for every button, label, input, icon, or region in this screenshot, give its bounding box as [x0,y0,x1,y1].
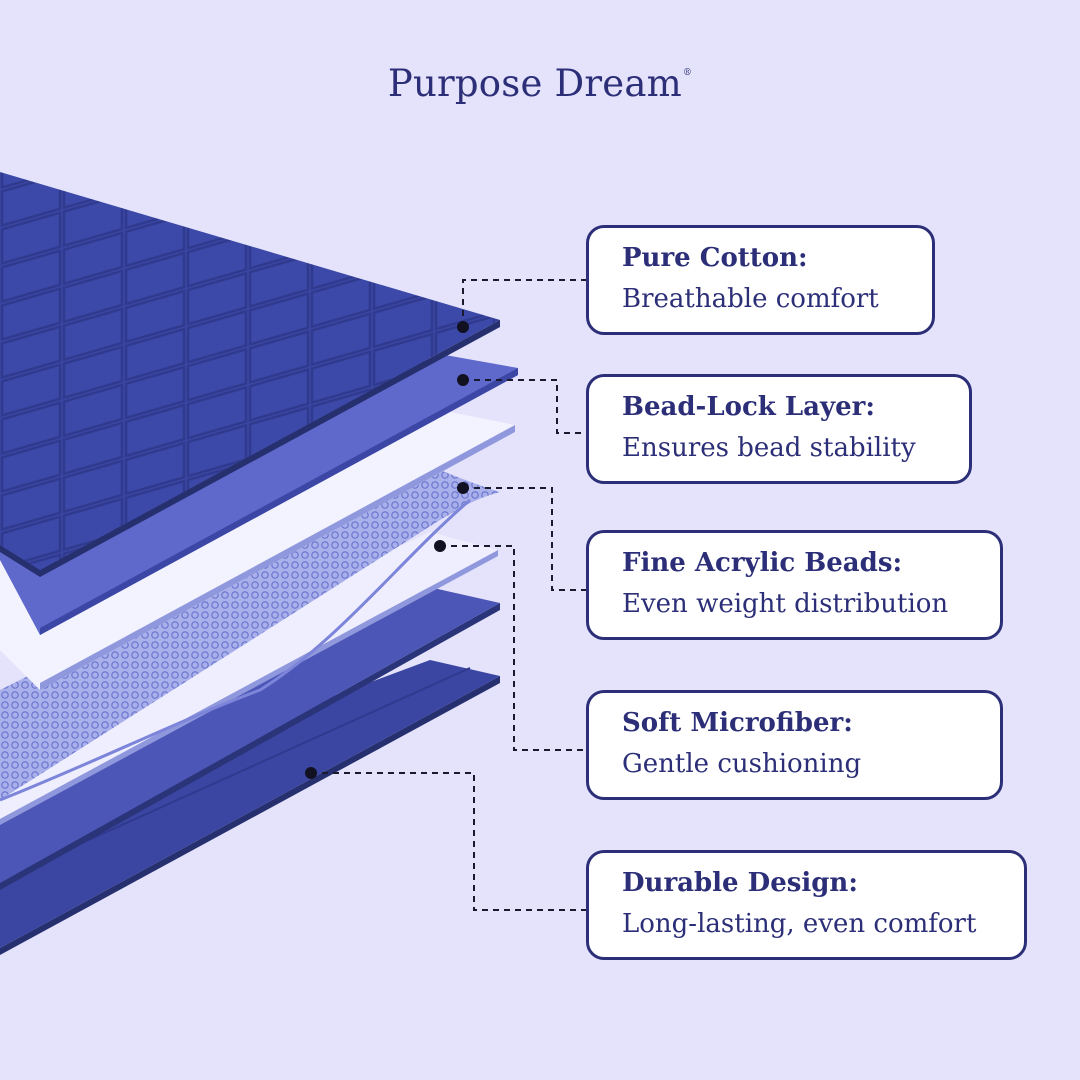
callout-microfiber: Soft Microfiber: Gentle cushioning [586,690,1003,800]
callout-description: Even weight distribution [622,583,1000,625]
dot-microfiber [434,540,446,552]
dot-pure-cotton [457,321,469,333]
callout-title: Bead-Lock Layer: [622,387,969,427]
callout-title: Pure Cotton: [622,238,932,278]
callout-title: Fine Acrylic Beads: [622,543,1000,583]
connector-beads [463,488,588,590]
dot-durable [305,767,317,779]
dot-bead-lock [457,374,469,386]
connector-microfiber [440,546,588,750]
callout-description: Ensures bead stability [622,427,969,469]
callout-title: Soft Microfiber: [622,703,1000,743]
callout-bead-lock: Bead-Lock Layer: Ensures bead stability [586,374,972,484]
callout-acrylic-beads: Fine Acrylic Beads: Even weight distribu… [586,530,1003,640]
dot-beads [457,482,469,494]
callout-description: Long-lasting, even comfort [622,903,1024,945]
callout-pure-cotton: Pure Cotton: Breathable comfort [586,225,935,335]
callout-description: Breathable comfort [622,278,932,320]
callout-durable: Durable Design: Long-lasting, even comfo… [586,850,1027,960]
connector-durable [311,773,588,910]
callout-title: Durable Design: [622,863,1024,903]
callout-description: Gentle cushioning [622,743,1000,785]
